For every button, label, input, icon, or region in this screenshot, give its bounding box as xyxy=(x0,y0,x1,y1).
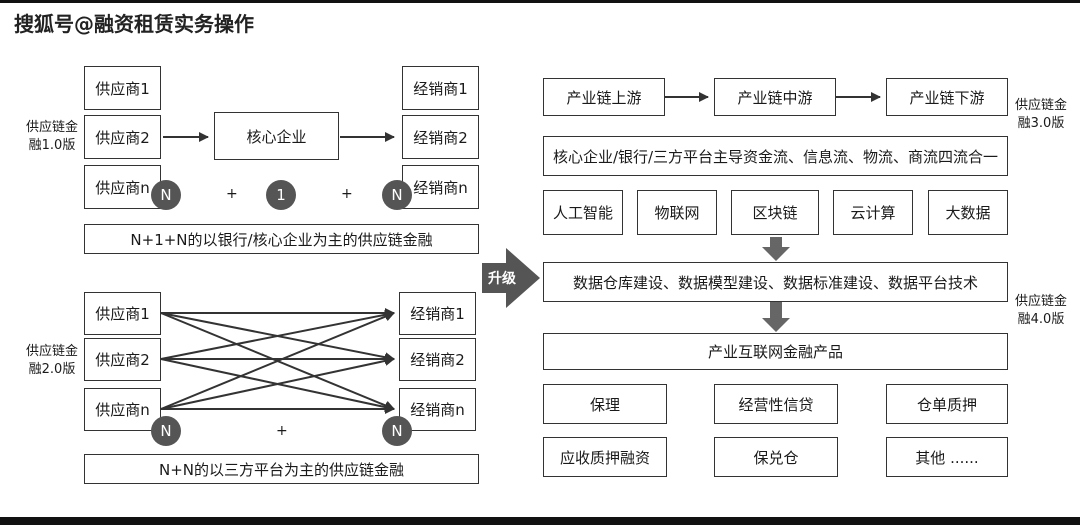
product-confirmed-warehouse: 保兑仓 xyxy=(714,437,838,477)
v1-plus-2: + xyxy=(341,186,353,202)
label-v2: 供应链金融2.0版 xyxy=(25,344,78,377)
v1-dealer-1: 经销商1 xyxy=(402,66,479,110)
v1-supplier-2: 供应商2 xyxy=(84,115,161,159)
v1-circle-n-left: N xyxy=(151,180,181,210)
upgrade-label: 升级 xyxy=(488,271,516,287)
label-v4: 供应链金融4.0版 xyxy=(1014,294,1067,327)
v1-caption: N+1+N的以银行/核心企业为主的供应链金融 xyxy=(84,224,479,254)
v1-circle-n-right: N xyxy=(382,180,412,210)
v2-circle-n-left: N xyxy=(151,416,181,446)
v2-circle-n-right: N xyxy=(382,416,412,446)
v3-four-flows: 核心企业/银行/三方平台主导资金流、信息流、物流、商流四流合一 xyxy=(543,136,1008,176)
product-receivables-pledge: 应收质押融资 xyxy=(543,437,667,477)
v3-chain-midstream: 产业链中游 xyxy=(714,78,836,116)
tech-bigdata: 大数据 xyxy=(928,190,1008,235)
cross-arrows xyxy=(160,308,395,414)
down-arrow-2 xyxy=(762,301,790,332)
v3-chain-upstream: 产业链上游 xyxy=(543,78,665,116)
product-operating-loan: 经营性信贷 xyxy=(714,384,838,424)
tech-blockchain: 区块链 xyxy=(731,190,819,235)
v1-core-enterprise: 核心企业 xyxy=(214,112,339,160)
v1-plus-1: + xyxy=(226,186,238,202)
down-arrow-1 xyxy=(762,237,790,261)
v2-plus: + xyxy=(276,423,288,439)
product-factoring: 保理 xyxy=(543,384,667,424)
tech-ai: 人工智能 xyxy=(543,190,623,235)
v2-dealer-2: 经销商2 xyxy=(399,338,476,381)
v2-dealer-n: 经销商n xyxy=(399,388,476,431)
v2-supplier-2: 供应商2 xyxy=(84,338,161,381)
label-v1: 供应链金融1.0版 xyxy=(25,120,78,153)
v2-supplier-1: 供应商1 xyxy=(84,292,161,335)
upgrade-arrow xyxy=(482,248,540,308)
v1-supplier-1: 供应商1 xyxy=(84,66,161,110)
bottom-border xyxy=(0,517,1080,525)
v1-dealer-2: 经销商2 xyxy=(402,115,479,159)
watermark: 搜狐号@融资租赁实务操作 xyxy=(14,12,254,36)
top-border xyxy=(0,0,1080,3)
data-infrastructure: 数据仓库建设、数据模型建设、数据标准建设、数据平台技术 xyxy=(543,262,1008,302)
product-other: 其他 ...... xyxy=(886,437,1008,477)
v2-dealer-1: 经销商1 xyxy=(399,292,476,335)
label-v3: 供应链金融3.0版 xyxy=(1014,98,1067,131)
tech-iot: 物联网 xyxy=(637,190,717,235)
v2-caption: N+N的以三方平台为主的供应链金融 xyxy=(84,454,479,484)
internet-finance-product: 产业互联网金融产品 xyxy=(543,333,1008,370)
v1-supplier-n: 供应商n xyxy=(84,165,161,209)
v2-supplier-n: 供应商n xyxy=(84,388,161,431)
tech-cloud: 云计算 xyxy=(833,190,913,235)
product-warehouse-receipt: 仓单质押 xyxy=(886,384,1008,424)
v1-dealer-n: 经销商n xyxy=(402,165,479,209)
v1-circle-1: 1 xyxy=(266,180,296,210)
v3-chain-downstream: 产业链下游 xyxy=(886,78,1008,116)
